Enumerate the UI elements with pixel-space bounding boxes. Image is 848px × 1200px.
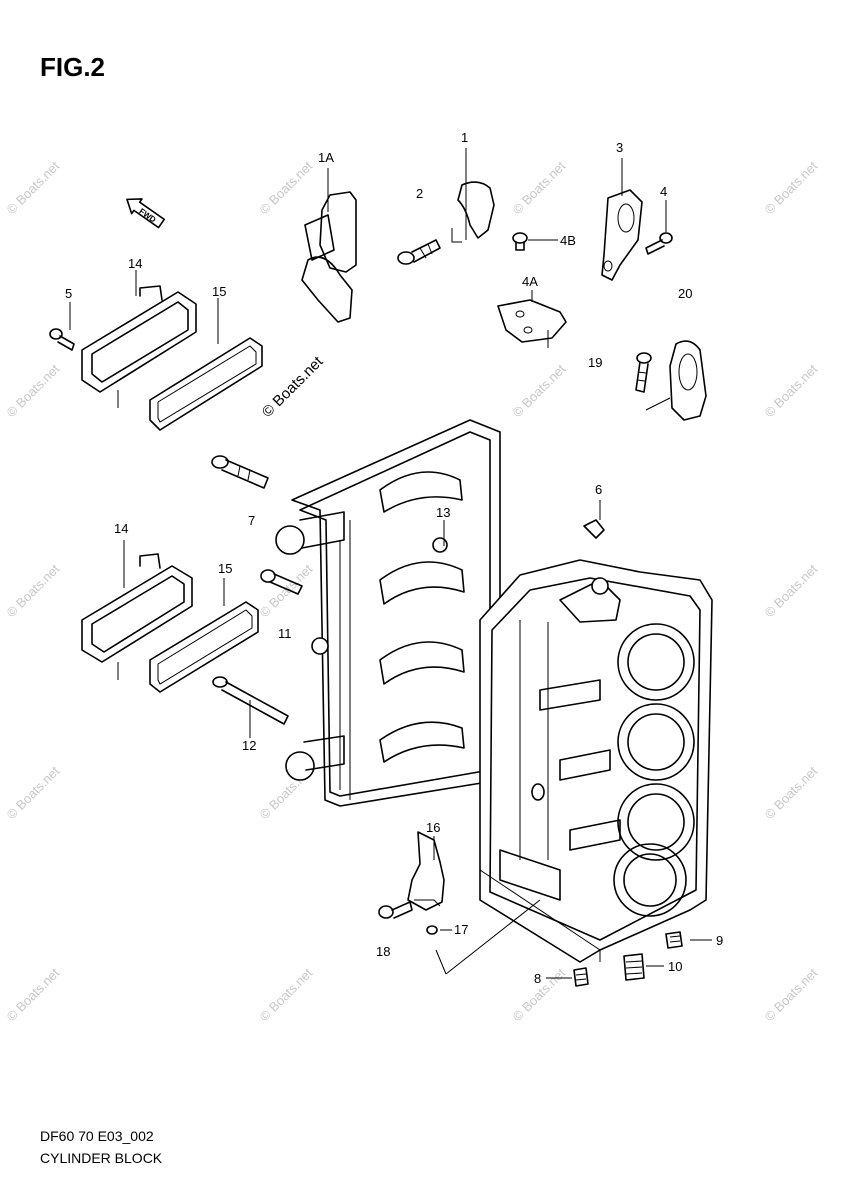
part-4b-bolt	[512, 232, 558, 251]
callout-15-lower: 15	[218, 561, 232, 576]
watermark: © Boats.net	[4, 158, 63, 217]
callout-1a: 1A	[318, 150, 334, 165]
cylinder-block	[479, 559, 713, 963]
part-5-bolt	[49, 302, 75, 351]
part-6-plug	[583, 500, 605, 539]
watermark: © Boats.net	[4, 561, 63, 620]
watermark: © Boats.net	[4, 763, 63, 822]
callout-4: 4	[660, 184, 667, 199]
callout-6: 6	[595, 482, 602, 497]
part-14-cover-upper	[81, 270, 197, 408]
callout-10: 10	[668, 959, 682, 974]
callout-13: 13	[436, 505, 450, 520]
callout-8: 8	[534, 971, 541, 986]
part-2-bolt	[397, 239, 441, 265]
part-1a-bracket	[301, 168, 357, 323]
part-14-cover-lower	[81, 540, 193, 680]
part-18-bolt	[378, 899, 541, 975]
watermark: © Boats.net	[510, 158, 569, 217]
callout-11: 11	[278, 626, 292, 641]
part-9-dowel	[665, 931, 712, 949]
callout-19: 19	[588, 355, 602, 370]
callout-labels: 1A 1 2 3 4 4B 4A 14 5 15 20 19 6 7 13 14…	[65, 130, 723, 986]
watermark: © Boats.net	[4, 965, 63, 1024]
callout-17: 17	[454, 922, 468, 937]
callout-14-lower: 14	[114, 521, 128, 536]
figure-code: DF60 70 E03_002	[40, 1128, 154, 1144]
callout-2: 2	[416, 186, 423, 201]
watermark: © Boats.net	[762, 763, 821, 822]
part-20-bracket	[645, 340, 707, 421]
part-17-o-ring	[426, 925, 438, 935]
watermark: © Boats.net	[762, 361, 821, 420]
part-15-gasket-upper	[149, 298, 263, 431]
callout-14-upper: 14	[128, 256, 142, 271]
part-16-pipe	[407, 831, 445, 911]
callout-15-upper: 15	[212, 284, 226, 299]
callout-12: 12	[242, 738, 256, 753]
part-4-bolt	[645, 200, 673, 255]
callout-16: 16	[426, 820, 440, 835]
callout-18: 18	[376, 944, 390, 959]
forward-arrow-icon: FWD	[126, 198, 166, 229]
part-8-dowel	[573, 967, 589, 987]
callout-5: 5	[65, 286, 72, 301]
callout-9: 9	[716, 933, 723, 948]
watermark: © Boats.net	[257, 158, 316, 217]
callout-1: 1	[461, 130, 468, 145]
callout-3: 3	[616, 140, 623, 155]
figure-name: CYLINDER BLOCK	[40, 1150, 163, 1166]
part-7-bolt	[211, 455, 269, 489]
watermark: © Boats.net	[510, 361, 569, 420]
part-1-bracket	[451, 148, 495, 243]
part-10-dowel	[623, 953, 664, 981]
cylinder-head	[275, 419, 501, 807]
part-3-bracket	[601, 158, 643, 281]
watermark: © Boats.net	[762, 158, 821, 217]
callout-4b: 4B	[560, 233, 576, 248]
callout-7: 7	[248, 513, 255, 528]
callout-4a: 4A	[522, 274, 538, 289]
watermark: © Boats.net	[4, 361, 63, 420]
callout-20: 20	[678, 286, 692, 301]
part-4a-plate	[497, 290, 567, 348]
watermark: © Boats.net	[762, 561, 821, 620]
figure-title: FIG.2	[40, 52, 106, 82]
part-15-gasket-lower	[149, 578, 259, 693]
part-11-bolt	[260, 569, 303, 595]
watermark-prominent: © Boats.net	[259, 353, 327, 421]
part-12-bolt	[212, 676, 289, 738]
watermark: © Boats.net	[257, 965, 316, 1024]
watermark: © Boats.net	[762, 965, 821, 1024]
part-19-bolt	[635, 352, 652, 393]
